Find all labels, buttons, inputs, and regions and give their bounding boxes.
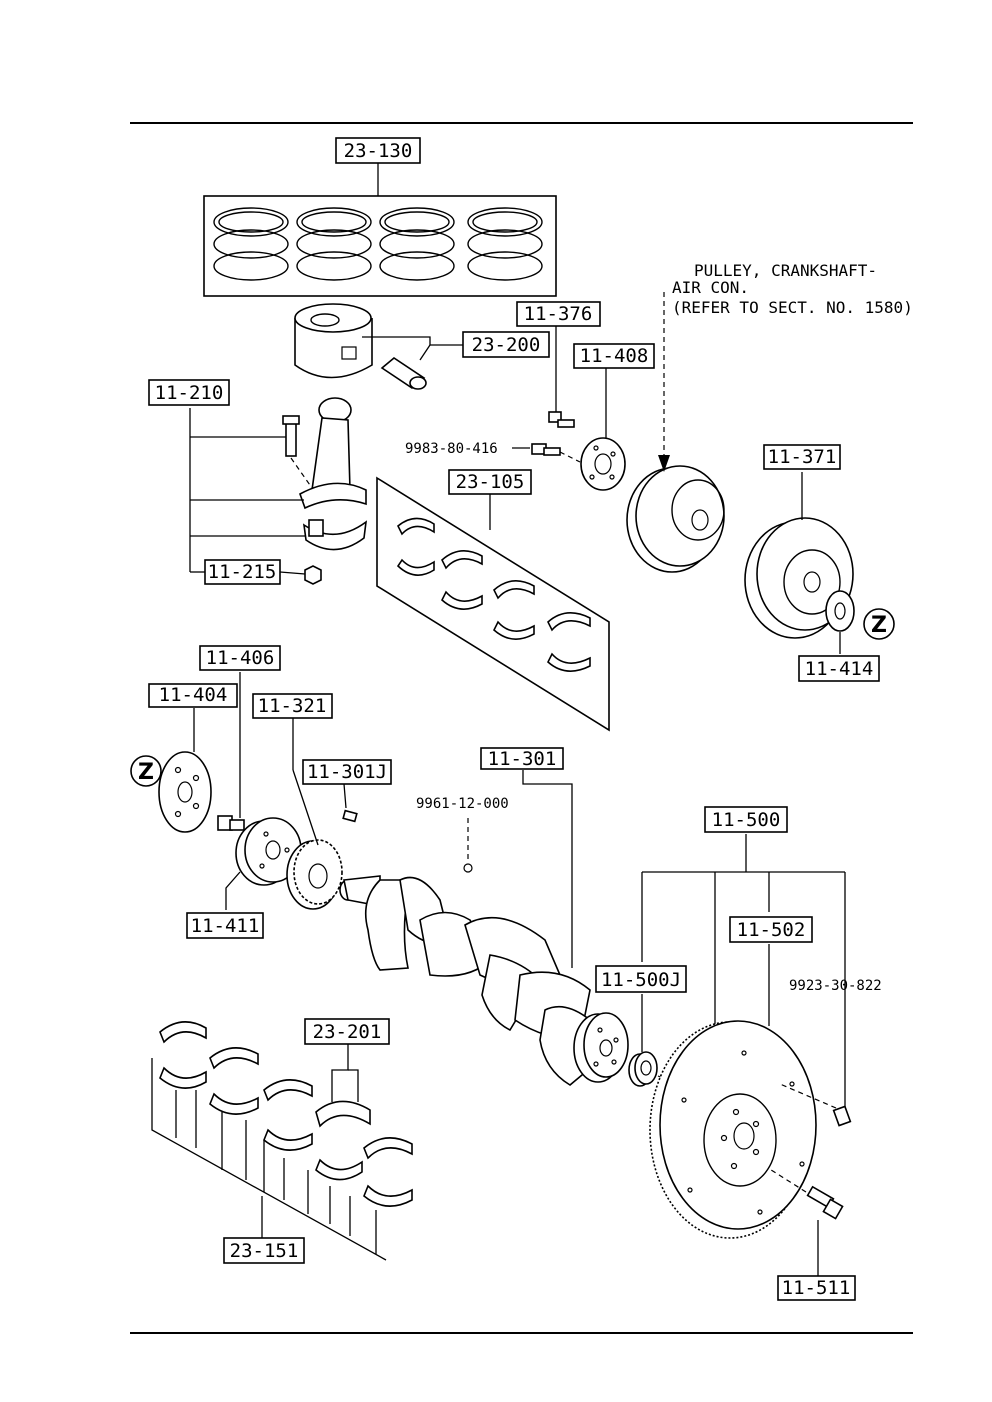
svg-text:11-210: 11-210	[155, 382, 224, 404]
label-11-411: 11-411	[186, 912, 264, 939]
gear-321	[286, 839, 343, 910]
svg-text:11-301: 11-301	[488, 748, 557, 770]
svg-text:11-371: 11-371	[768, 446, 837, 468]
svg-text:23-201: 23-201	[313, 1021, 382, 1043]
pulley-note: PULLEY, CRANKSHAFT- AIR CON. (REFER TO S…	[672, 261, 913, 317]
svg-text:11-301J: 11-301J	[307, 761, 387, 783]
rod-bearing-shell	[396, 517, 591, 672]
label-11-502: 11-502	[729, 916, 813, 943]
svg-text:(REFER TO SECT. NO. 1580): (REFER TO SECT. NO. 1580)	[672, 298, 913, 317]
label-11-301: 11-301	[480, 747, 564, 770]
svg-text:23-105: 23-105	[456, 471, 525, 493]
bolt-376	[548, 411, 575, 428]
main-bearings-group	[151, 1021, 413, 1261]
key-301j	[342, 809, 358, 823]
svg-text:11-408: 11-408	[580, 345, 649, 367]
rod-bearings-group	[376, 476, 610, 732]
label-23-151: 23-151	[223, 1237, 305, 1264]
piston-ring-set-4	[467, 207, 543, 281]
pilot-bearing	[628, 1051, 658, 1087]
flywheel-bolt	[767, 1167, 844, 1220]
rod-bolt	[282, 415, 313, 489]
svg-text:11-500: 11-500	[712, 809, 781, 831]
piston-ring-set-2	[296, 207, 372, 281]
ac-pulley	[626, 465, 725, 573]
svg-text:PULLEY, CRANKSHAFT-: PULLEY, CRANKSHAFT-	[694, 261, 877, 280]
svg-text:11-511: 11-511	[782, 1277, 851, 1299]
z-circle-right	[863, 608, 895, 640]
z-mark-left: Z	[138, 760, 154, 785]
bolt-9983	[512, 443, 581, 463]
svg-text:11-321: 11-321	[258, 695, 327, 717]
label-11-408: 11-408	[573, 343, 655, 369]
piston-pin	[380, 357, 427, 390]
label-23-130: 23-130	[335, 137, 421, 164]
svg-text:11-414: 11-414	[805, 658, 874, 680]
svg-text:23-151: 23-151	[230, 1240, 299, 1262]
svg-text:11-406: 11-406	[206, 647, 275, 669]
plate-404	[158, 751, 212, 833]
label-23-200: 23-200	[462, 331, 550, 358]
label-11-511: 11-511	[777, 1275, 856, 1301]
svg-text:11-404: 11-404	[159, 684, 228, 706]
svg-text:23-130: 23-130	[344, 140, 413, 162]
label-9923-30-822: 9923-30-822	[789, 978, 882, 994]
label-11-500: 11-500	[704, 806, 788, 833]
svg-text:11-376: 11-376	[524, 303, 593, 325]
flywheel	[649, 1020, 817, 1239]
z-circle-left	[130, 755, 162, 787]
svg-text:11-500J: 11-500J	[601, 969, 681, 991]
label-9983-80-416: 9983-80-416	[405, 441, 498, 457]
label-23-105: 23-105	[448, 469, 532, 495]
plate-408	[580, 437, 626, 491]
z-mark-right: Z	[871, 613, 887, 638]
svg-text:AIR CON.: AIR CON.	[672, 278, 749, 297]
piston-rings-group	[203, 162, 557, 297]
label-11-406: 11-406	[199, 645, 281, 671]
piston-ring-set-3	[379, 207, 455, 281]
svg-text:23-200: 23-200	[472, 334, 541, 356]
connecting-rod	[299, 397, 368, 551]
label-11-376: 11-376	[516, 301, 601, 327]
main-bearing-shells	[159, 1021, 413, 1207]
rod-nut	[304, 565, 322, 585]
svg-text:11-215: 11-215	[208, 561, 277, 583]
label-11-404: 11-404	[148, 683, 238, 708]
label-11-371: 11-371	[763, 444, 841, 470]
label-11-301j: 11-301J	[302, 759, 392, 785]
label-11-215: 11-215	[204, 559, 281, 585]
label-11-500j: 11-500J	[595, 965, 687, 993]
label-11-321: 11-321	[252, 693, 333, 719]
label-9961-12-000: 9961-12-000	[416, 796, 509, 812]
piston-ring-set-1	[213, 207, 289, 281]
svg-text:11-411: 11-411	[191, 915, 260, 937]
bolt-406	[217, 815, 245, 831]
piston	[294, 303, 373, 379]
label-11-210: 11-210	[148, 379, 230, 406]
hub-411	[235, 817, 302, 886]
label-23-201: 23-201	[304, 1018, 390, 1045]
label-11-414: 11-414	[798, 655, 880, 682]
crankshaft	[339, 875, 629, 1086]
svg-text:11-502: 11-502	[737, 919, 806, 941]
flywheel-pin	[779, 1083, 852, 1127]
washer-414	[825, 590, 855, 632]
